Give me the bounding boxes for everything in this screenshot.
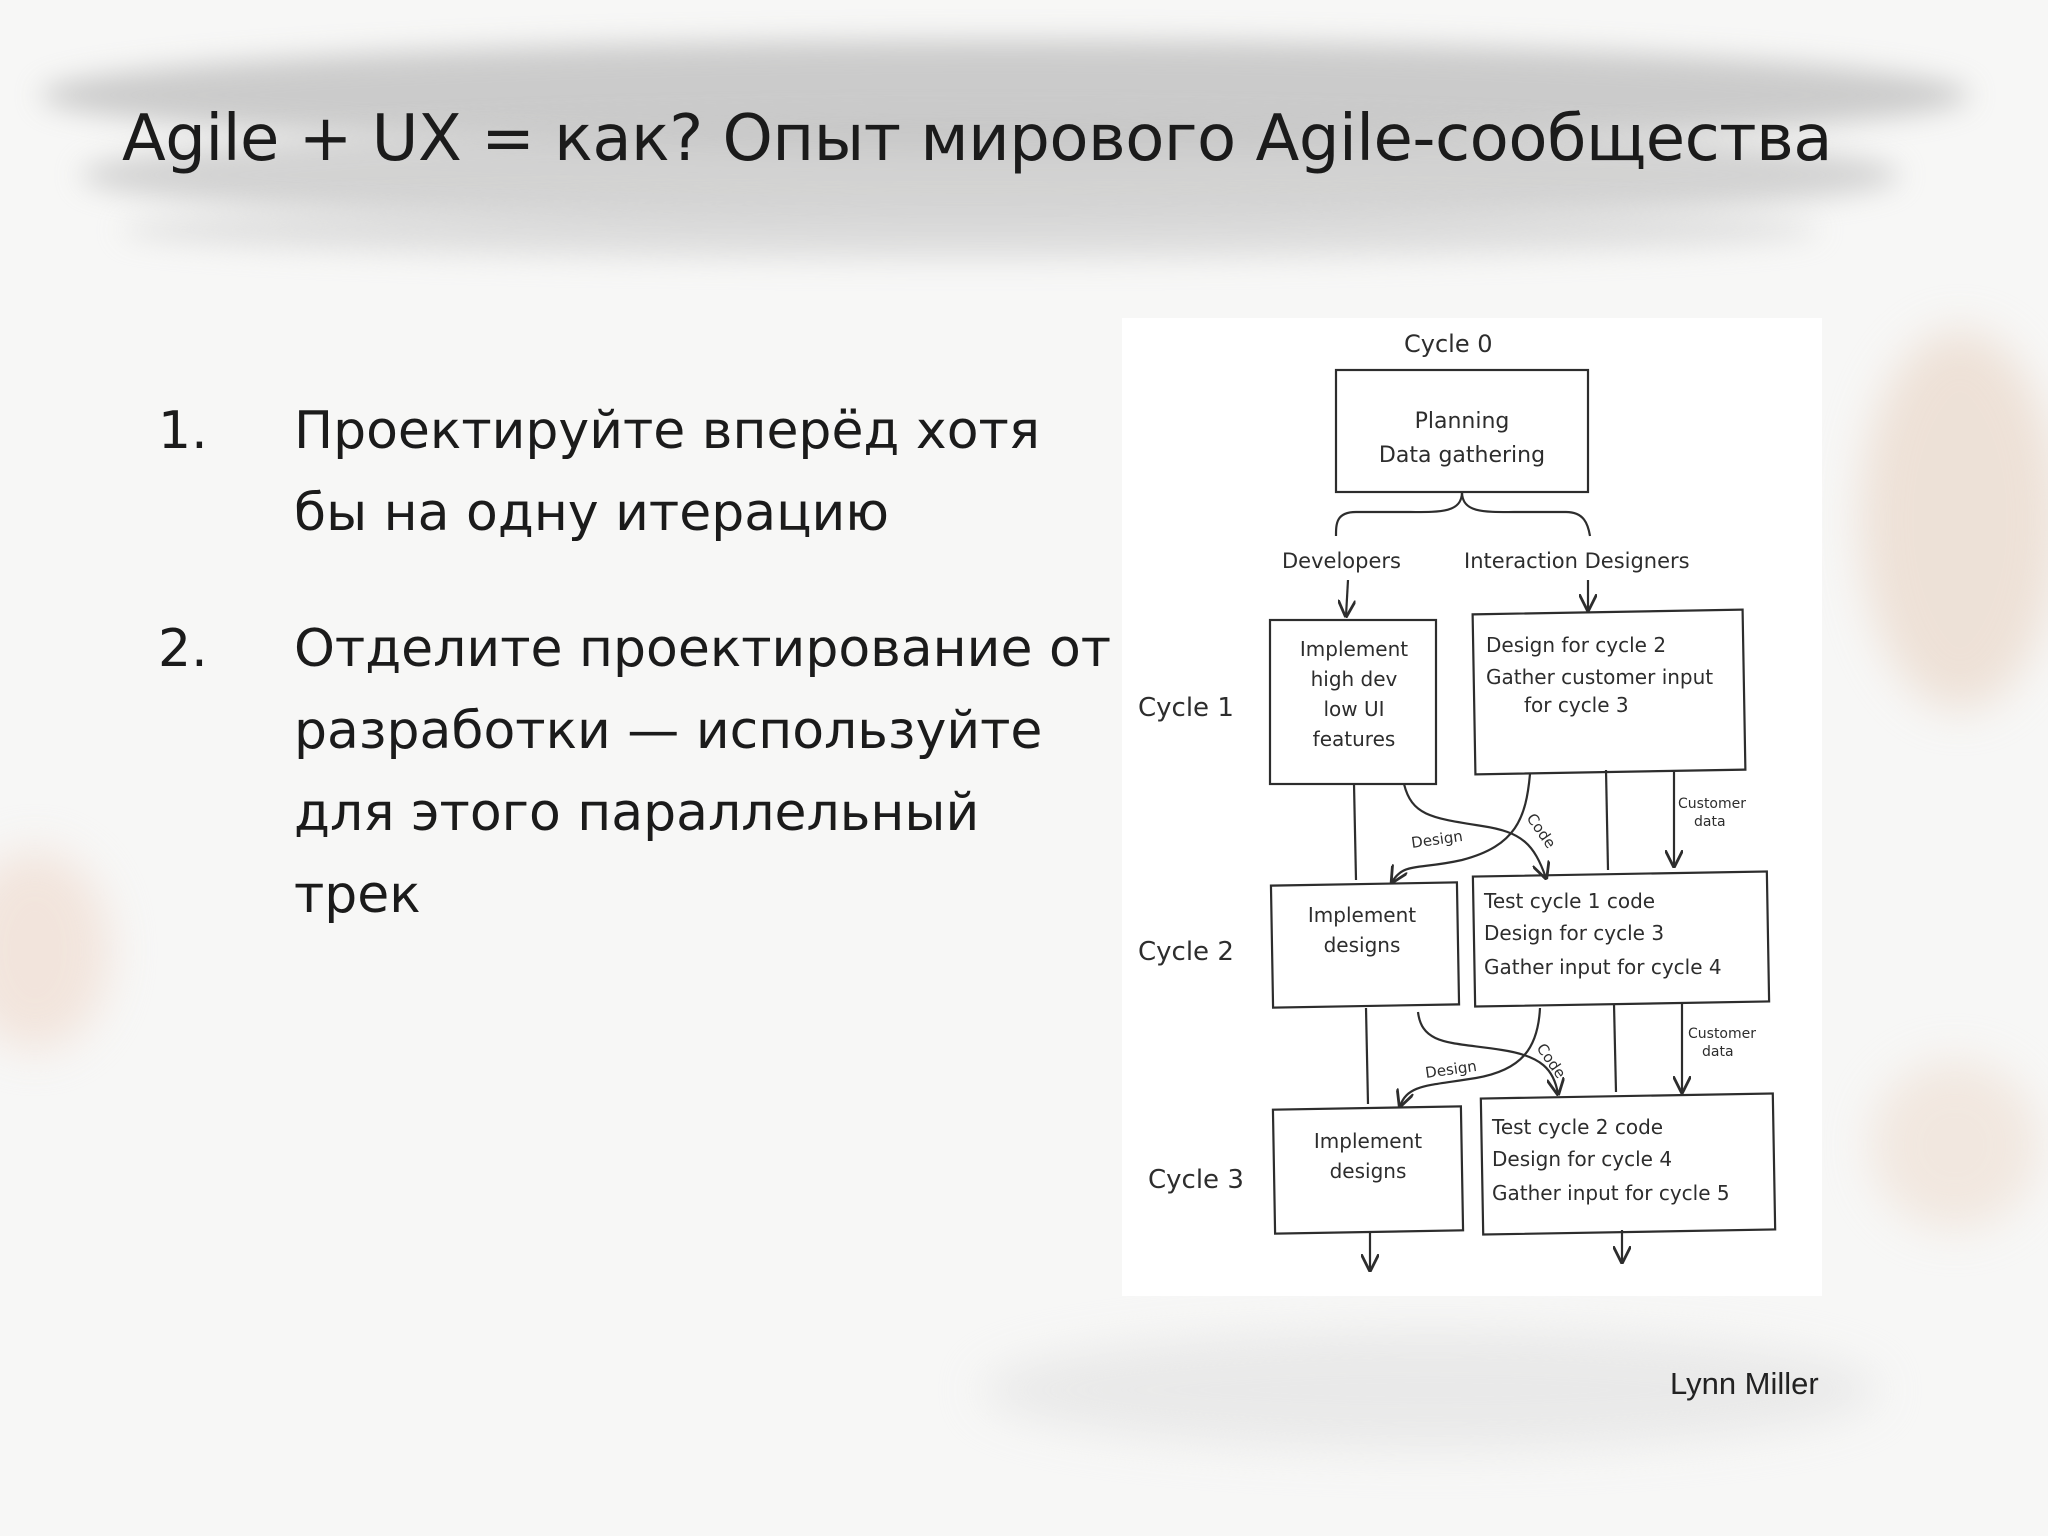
- branch-connector: [1460, 491, 1592, 537]
- cycle1-dev-box-text: Implement: [1300, 637, 1408, 661]
- cycle1-ixd-box-text: for cycle 3: [1524, 693, 1629, 717]
- list-item-text: Отделите проектирование от разработки — …: [294, 619, 1112, 925]
- cycle2-dev-box-text: designs: [1324, 933, 1401, 957]
- title-brush-stroke: [120, 200, 1820, 260]
- list-item-text: Проектируйте вперёд хотя бы на одну итер…: [294, 401, 1041, 543]
- cycle2-ixd-box-text: Test cycle 1 code: [1483, 889, 1655, 913]
- list-item-number: 1.: [158, 401, 208, 461]
- cycle3-ixd-box-text: Test cycle 2 code: [1491, 1115, 1663, 1139]
- code-handoff-arrow: [1416, 1011, 1558, 1094]
- process-diagram-svg: Cycle 0 Planning Data gathering Develope…: [1138, 330, 1777, 1296]
- cycle-label: Cycle 2: [1138, 937, 1234, 967]
- image-credit: Lynn Miller: [1670, 1366, 1819, 1401]
- customer-data-label: Customer: [1688, 1026, 1756, 1042]
- cycle1-ixd-box-text: Design for cycle 2: [1486, 633, 1666, 657]
- background-stain: [1870, 1060, 2040, 1230]
- cycle2-dev-box: [1269, 881, 1461, 1009]
- cycle0-label: Cycle 0: [1404, 330, 1493, 358]
- cycle1-dev-box-text: features: [1313, 727, 1396, 751]
- developers-label: Developers: [1282, 549, 1401, 573]
- branch-connector: [1334, 491, 1464, 537]
- cycle3-dev-box-text: Implement: [1314, 1129, 1422, 1153]
- cycle3-ixd-box: [1479, 1092, 1777, 1236]
- cycle0-box-text: Data gathering: [1379, 443, 1545, 468]
- interaction-designers-label: Interaction Designers: [1464, 549, 1690, 573]
- design-handoff-arrow: [1400, 1007, 1542, 1106]
- design-handoff-label: Design: [1410, 827, 1464, 852]
- cycle3-dev-box: [1271, 1105, 1465, 1235]
- background-stain: [1860, 330, 2048, 710]
- dev-track-line: [1364, 1007, 1370, 1105]
- ixd-track-line: [1604, 769, 1610, 871]
- slide-title: Agile + UX = как? Опыт мирового Agile-со…: [122, 102, 1833, 176]
- cycle1-dev-box-text: high dev: [1311, 667, 1398, 691]
- process-diagram: Cycle 0 Planning Data gathering Develope…: [1122, 318, 1822, 1296]
- cycle1-dev-box: [1268, 618, 1438, 786]
- cycle2-ixd-box-text: Gather input for cycle 4: [1484, 955, 1722, 979]
- cycle1-ixd-box-text: Gather customer input: [1486, 665, 1713, 689]
- customer-data-label: data: [1694, 814, 1726, 830]
- code-handoff-arrow: [1402, 783, 1546, 878]
- cycle-label: Cycle 3: [1148, 1165, 1244, 1195]
- cycle3-ixd-box-text: Design for cycle 4: [1492, 1147, 1672, 1171]
- background-stain: [0, 850, 110, 1050]
- cycle1-ixd-box: [1471, 608, 1747, 776]
- cycle3-dev-box-text: designs: [1330, 1159, 1407, 1183]
- customer-data-label: data: [1702, 1044, 1734, 1060]
- ixd-track-line: [1612, 1003, 1618, 1093]
- dev-track-line: [1352, 783, 1358, 881]
- cycle2-dev-box-text: Implement: [1308, 903, 1416, 927]
- cycle2-ixd-box-text: Design for cycle 3: [1484, 921, 1664, 945]
- developers-arrow: [1346, 579, 1348, 616]
- cycle0-box-text: Planning: [1415, 409, 1510, 434]
- cycle-label: Cycle 1: [1138, 693, 1234, 723]
- design-handoff-arrow: [1392, 773, 1532, 882]
- cycle1-dev-box-text: low UI: [1323, 697, 1384, 721]
- background-stain: [980, 1330, 1880, 1450]
- list-item-number: 2.: [158, 619, 208, 679]
- cycle2-ixd-box: [1471, 870, 1771, 1008]
- customer-data-label: Customer: [1678, 796, 1746, 812]
- cycle3-ixd-box-text: Gather input for cycle 5: [1492, 1181, 1730, 1205]
